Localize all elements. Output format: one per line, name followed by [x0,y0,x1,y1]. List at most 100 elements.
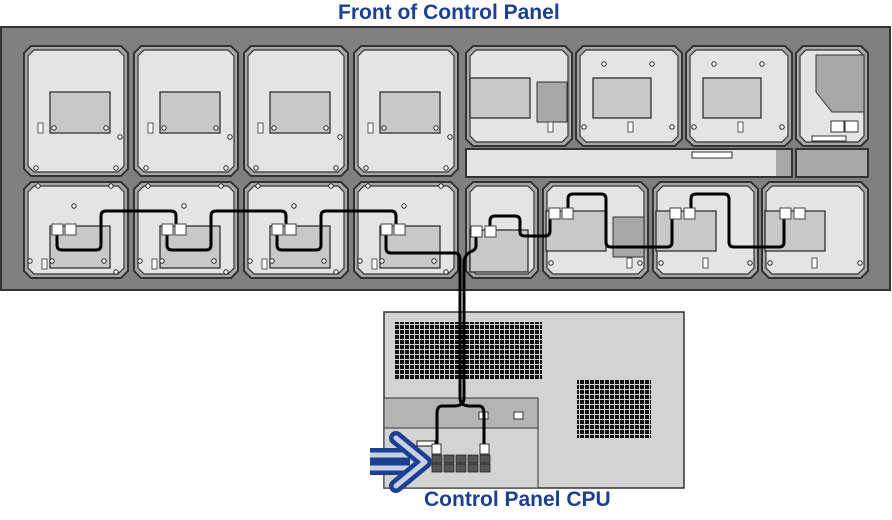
screw [113,269,119,275]
screw [431,258,437,264]
display-module [243,45,349,177]
screw [223,165,229,171]
screw [35,183,41,189]
io-module [542,181,649,279]
screw [601,61,607,67]
screw [401,203,407,209]
vent-grille [394,322,542,380]
screw [691,124,697,130]
screw [447,134,453,140]
ethernet-port [443,463,455,473]
display-module [353,45,459,177]
front-panel-title: Front of Control Panel [338,1,560,24]
io-module [652,181,759,279]
ethernet-port [467,463,479,473]
screw [779,124,785,130]
display-module [23,45,129,177]
screw [145,183,151,189]
double-chevron-arrow-right-icon [370,431,432,493]
controller-module [465,45,573,147]
screw [137,258,143,264]
screw [548,260,554,266]
io-module [761,181,869,279]
ethernet-port [479,454,491,464]
middle-strip [465,148,869,178]
screw [71,203,77,209]
screw [117,134,123,140]
screw [271,125,277,131]
screw [227,134,233,140]
screw [381,125,387,131]
screw [379,258,385,264]
screw [223,269,229,275]
screw [363,165,369,171]
ethernet-switch-ports [431,454,491,473]
screw [637,260,643,266]
rj45-connector [51,223,64,236]
ethernet-port [443,454,455,464]
screw [649,61,655,67]
rj45-connector [683,207,696,220]
screw [438,183,444,189]
screw [443,269,449,275]
screw [767,260,773,266]
screw [337,134,343,140]
rj45-connector [174,223,187,236]
screw [269,258,275,264]
screw [161,125,167,131]
ethernet-port [455,463,467,473]
screw [658,260,664,266]
screw [291,203,297,209]
rj45-connector [470,225,483,238]
ethernet-port [467,454,479,464]
screw [357,258,363,264]
rj45-connector [548,207,561,220]
ethernet-port [479,463,491,473]
power-module [795,45,869,147]
controller-module [685,45,793,147]
rj45-connector [484,225,497,238]
rj45-connector [161,223,174,236]
io-module [465,181,539,279]
screw [101,258,107,264]
screw [218,183,224,189]
rj45-connector [284,223,297,236]
screw [333,269,339,275]
ethernet-port [431,463,443,473]
screw [143,165,149,171]
ethernet-port [431,454,443,464]
screw [255,183,261,189]
screw [321,258,327,264]
screw [747,260,753,266]
screw [181,203,187,209]
screw [253,165,259,171]
screw [27,258,33,264]
screw [247,258,253,264]
screw [103,125,109,131]
screw [159,258,165,264]
screw [669,124,675,130]
rj45-connector [779,207,792,220]
screw [51,125,57,131]
screw [323,125,329,131]
screw [443,165,449,171]
screw [857,260,863,266]
rj45-connector [64,223,77,236]
screw [433,125,439,131]
screw [328,183,334,189]
screw [581,124,587,130]
screw [759,61,765,67]
rj45-connector [669,207,682,220]
display-module [133,45,239,177]
screw [33,165,39,171]
screw [211,258,217,264]
rj45-connector [561,207,574,220]
control-panel-cpu [383,311,685,489]
screw [711,61,717,67]
screw [365,183,371,189]
controller-module [575,45,683,147]
cpu-title: Control Panel CPU [424,488,611,511]
rj45-connector [380,223,393,236]
rj45-connector [271,223,284,236]
